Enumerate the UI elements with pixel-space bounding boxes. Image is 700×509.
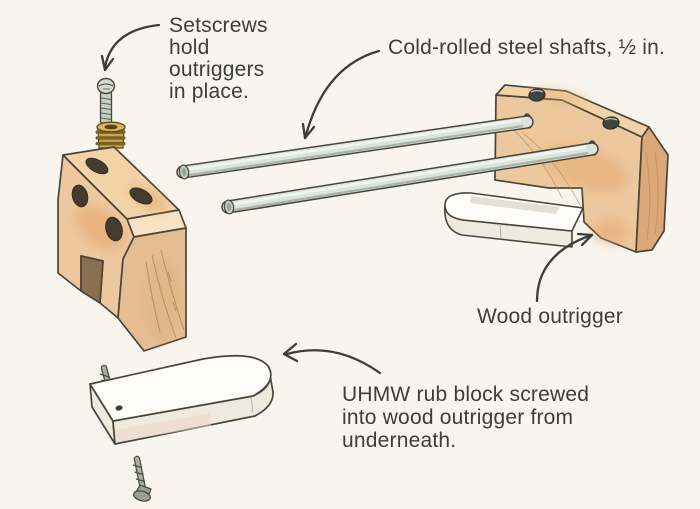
exploded-rub-crease [250,397,253,414]
exploded-rub-top-face [89,354,272,422]
label-rub-block: UHMW rub block screwed into wood outrigg… [342,383,589,452]
steel-shaft-lower [221,140,599,215]
steel-shaft-upper [176,113,534,180]
uhmw-rub-block-exploded [89,354,274,445]
right-outrigger-block [494,84,669,253]
left-block-notch [80,255,104,304]
label-line: outriggers [169,58,265,81]
setscrew-head-1 [528,88,546,102]
exploded-rub-tint [116,413,211,442]
top-hole-2 [129,187,153,205]
label-line: Wood outrigger [477,305,623,328]
label-line: UHMW rub block screwed [342,383,590,406]
wood-screw-below [132,455,152,502]
label-line: hold [169,36,210,59]
setscrew-head [96,77,116,95]
label-setscrews: Setscrews hold outriggers in place. [169,15,268,103]
uhmw-rub-block-attached [444,192,584,248]
left-block-grain-lines [145,249,185,339]
insert-hole [104,124,118,130]
attached-rub-shadow [470,196,560,214]
exploded-rub-screw-hole [115,405,123,411]
setscrew-slot [98,83,114,87]
setscrew-threads [100,97,112,121]
attached-rub-crease [499,223,502,239]
right-block-end-face [635,126,669,253]
threaded-insert [95,121,126,149]
side-hole-2 [105,216,123,242]
label-line: Cold-rolled steel shafts, ½ in. [388,36,665,59]
side-hole-1 [71,184,89,208]
label-steel-shafts: Cold-rolled steel shafts, ½ in. [388,36,665,59]
right-block-setscrews [528,88,620,130]
arrow-setscrews [100,23,161,72]
top-hole-1 [85,157,109,175]
exploded-setscrew [96,77,116,124]
label-wood-outrigger: Wood outrigger [477,305,623,328]
label-line: underneath. [342,429,457,452]
arrow-wood-outrigger [535,232,594,303]
wood-screw-head [133,490,151,502]
setscrew-head-2 [602,116,620,130]
left-outrigger-block [57,146,187,352]
insert-ribs [95,130,126,146]
arrow-rub-block [282,342,382,375]
left-block-holes [71,157,153,242]
label-line: into wood outrigger from [342,406,574,429]
label-line: Setscrews [169,14,268,37]
label-line: in place. [169,80,250,103]
arrow-steel-shafts [301,49,381,140]
